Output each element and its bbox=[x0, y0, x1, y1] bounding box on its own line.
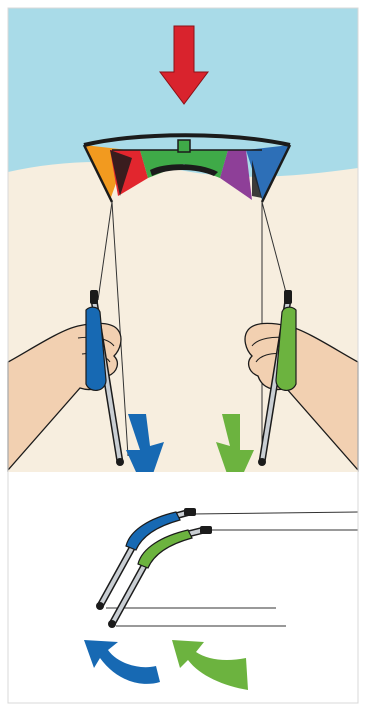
handle-detail-panel bbox=[8, 472, 358, 703]
detail-background bbox=[8, 472, 358, 703]
sand-dune bbox=[8, 162, 358, 472]
kite-scene-panel bbox=[8, 8, 358, 494]
